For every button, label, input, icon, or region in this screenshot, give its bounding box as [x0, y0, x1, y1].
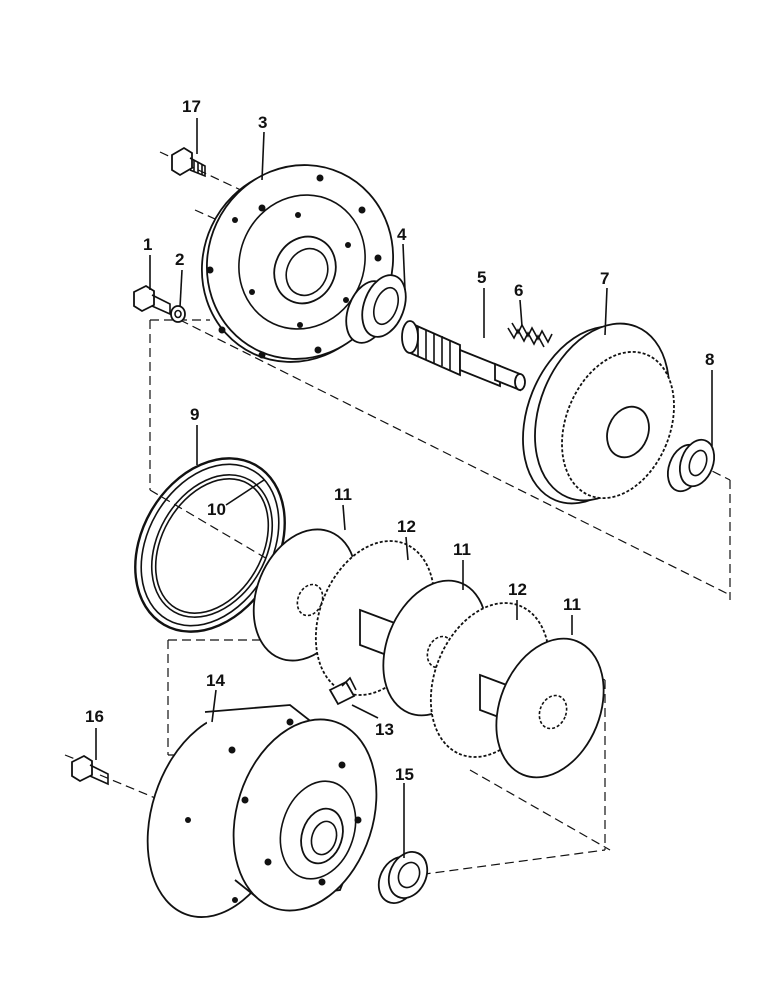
callout-6: 6	[514, 281, 523, 300]
callout-labels: 17 3 1 2 4 5 6 7 8 9 10 11 12 11 12 11 1…	[85, 97, 714, 784]
bolt-1	[133, 284, 171, 316]
splined-shaft-5	[401, 320, 526, 392]
callout-14: 14	[206, 671, 225, 690]
leader-lines	[95, 118, 713, 858]
callout-3: 3	[258, 113, 267, 132]
callout-1: 1	[143, 235, 152, 254]
callout-8: 8	[705, 350, 714, 369]
seal-ring-10	[150, 474, 274, 618]
callout-11-c: 11	[563, 595, 581, 614]
bearing-4	[345, 274, 407, 344]
callout-9: 9	[190, 405, 199, 424]
spring-6	[507, 322, 553, 348]
bearing-8	[666, 438, 716, 493]
friction-disc-11-c	[495, 637, 605, 779]
callout-16: 16	[85, 707, 104, 726]
callout-17: 17	[182, 97, 201, 116]
callout-13: 13	[375, 720, 394, 739]
callout-2: 2	[175, 250, 184, 269]
bolt-17	[171, 146, 206, 178]
callout-7: 7	[600, 269, 609, 288]
callout-15: 15	[395, 765, 414, 784]
callout-11-b: 11	[453, 540, 471, 559]
gear-hub-7	[522, 322, 675, 505]
washer-2	[170, 305, 186, 323]
fitting-13	[328, 676, 357, 706]
cover-flange-3	[200, 164, 395, 363]
callout-10: 10	[207, 500, 226, 519]
callout-11-a: 11	[334, 485, 352, 504]
oil-seal-15	[377, 851, 429, 904]
callout-12-a: 12	[397, 517, 416, 536]
callout-4: 4	[397, 225, 407, 244]
callout-12-b: 12	[508, 580, 527, 599]
bolt-16	[71, 754, 109, 786]
callout-5: 5	[477, 268, 486, 287]
housing-14	[146, 704, 378, 918]
